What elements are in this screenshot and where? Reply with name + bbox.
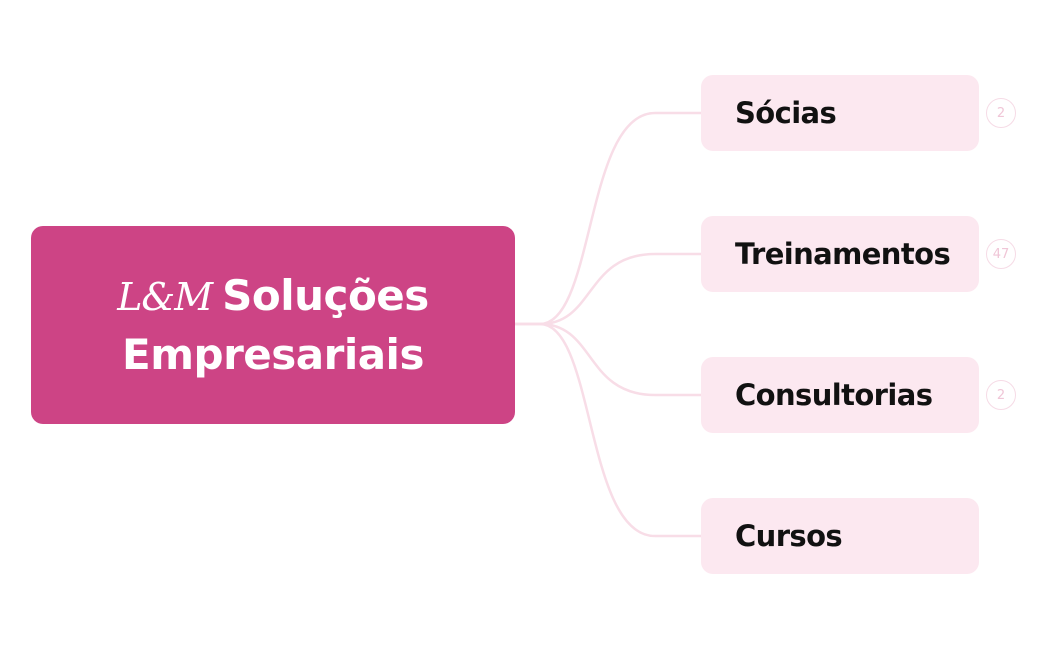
connector-cursos [513,322,703,538]
central-topic-node[interactable]: L&M Soluções Empresariais [31,226,515,424]
collapsed-count-badge-socias[interactable]: 2 [986,98,1016,128]
topic-node-cursos[interactable]: Cursos [701,498,979,574]
topic-node-treinamentos[interactable]: Treinamentos [701,216,979,292]
collapsed-count-badge-consultorias[interactable]: 2 [986,380,1016,410]
brand-logo: L&M [117,274,213,319]
topic-label-socias: Sócias [735,96,837,130]
topic-label-treinamentos: Treinamentos [735,237,951,271]
connector-socias [513,111,703,326]
central-topic-text-1: Soluções [222,270,429,320]
topic-label-cursos: Cursos [735,519,843,553]
topic-node-socias[interactable]: Sócias [701,75,979,151]
topic-label-consultorias: Consultorias [735,378,933,412]
central-topic-line-1: L&M Soluções [117,267,429,326]
connector-treinamentos [513,252,703,326]
collapsed-count-badge-treinamentos[interactable]: 47 [986,239,1016,269]
central-topic-line-2: Empresariais [122,326,424,384]
topic-node-consultorias[interactable]: Consultorias [701,357,979,433]
central-topic-text-2: Empresariais [122,329,424,379]
connector-consultorias [513,322,703,397]
